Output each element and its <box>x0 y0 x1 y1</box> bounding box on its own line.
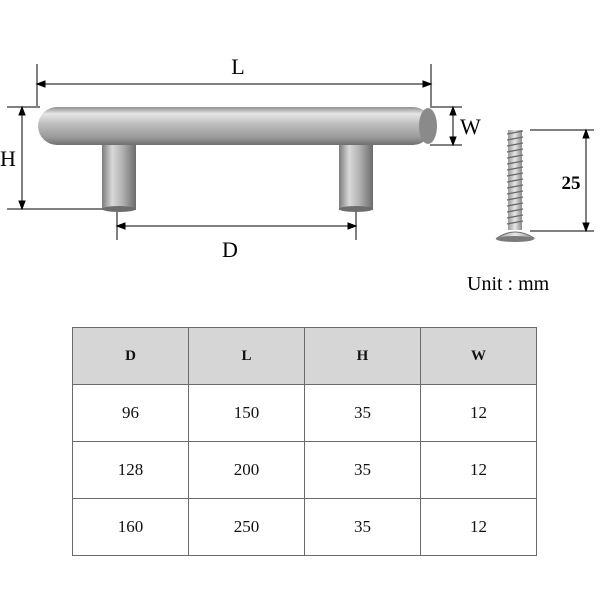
width-dimension <box>430 105 462 147</box>
header-w: W <box>420 327 537 385</box>
height-label: H <box>0 146 16 171</box>
table-row: 160 250 35 12 <box>72 498 537 556</box>
cell-h: 35 <box>304 498 421 556</box>
length-label: L <box>231 54 244 79</box>
cell-l: 250 <box>188 498 305 556</box>
mounting-screw <box>495 130 536 242</box>
handle-left-leg <box>102 138 136 212</box>
handle-right-leg <box>339 138 373 212</box>
size-spec-table: D L H W 96 150 35 12 128 200 35 12 160 2… <box>72 327 537 556</box>
spacing-dimension <box>115 212 358 240</box>
unit-note: Unit : mm <box>467 273 550 295</box>
cell-w: 12 <box>420 441 537 499</box>
handle-dimension-diagram: L H W D <box>0 54 594 262</box>
height-dimension <box>7 105 102 211</box>
screw-length-label: 25 <box>562 173 581 194</box>
table-row: 128 200 35 12 <box>72 441 537 499</box>
cell-d: 96 <box>72 384 189 442</box>
cell-h: 35 <box>304 441 421 499</box>
cell-l: 200 <box>188 441 305 499</box>
header-d: D <box>72 327 189 385</box>
handle-bar <box>38 107 437 145</box>
screw-length-dimension <box>530 128 594 233</box>
table-row: 96 150 35 12 <box>72 384 537 442</box>
header-h: H <box>304 327 421 385</box>
cell-w: 12 <box>420 498 537 556</box>
cell-l: 150 <box>188 384 305 442</box>
length-dimension <box>35 64 433 106</box>
cell-d: 160 <box>72 498 189 556</box>
cell-h: 35 <box>304 384 421 442</box>
header-l: L <box>188 327 305 385</box>
width-label: W <box>460 114 481 139</box>
table-header-row: D L H W <box>72 327 537 385</box>
cell-w: 12 <box>420 384 537 442</box>
spacing-label: D <box>222 237 238 262</box>
cell-d: 128 <box>72 441 189 499</box>
